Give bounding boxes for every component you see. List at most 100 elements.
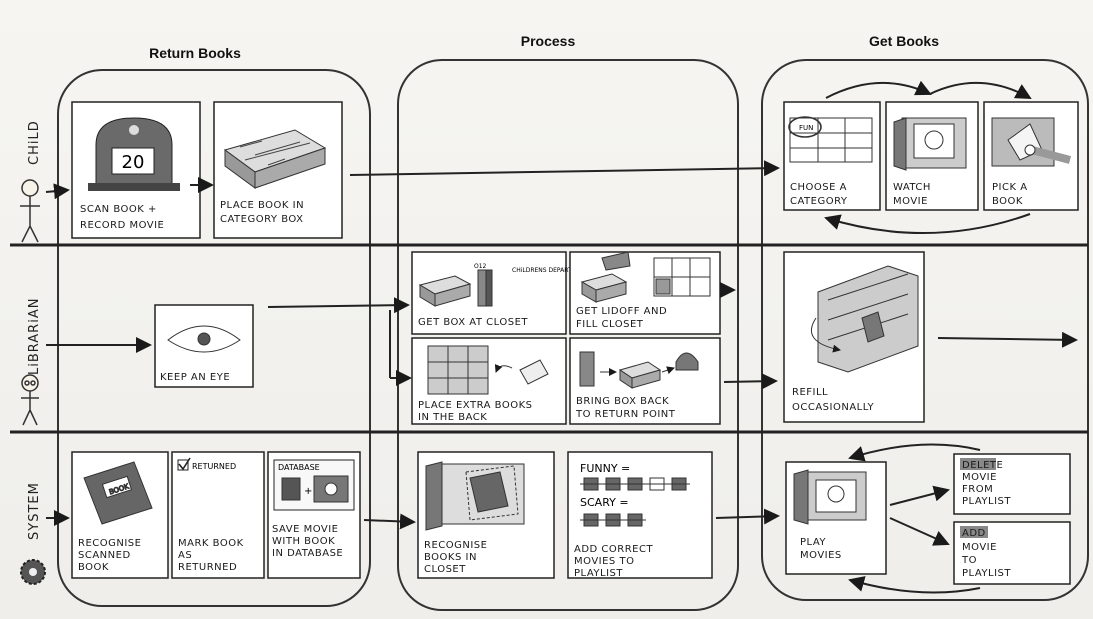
category-boxes-icon — [223, 129, 327, 189]
card-label-mark-line1: MARK BOOK — [178, 538, 244, 549]
book-and-movie-icon — [281, 475, 349, 503]
card-label-save-line1: SAVE MOViE — [272, 524, 339, 535]
box-closet-icon — [418, 269, 493, 307]
card-label-closet-line1: RECOGNiSE — [424, 540, 487, 551]
hand-pick-book-icon — [991, 117, 1072, 167]
heading-process: Process — [521, 33, 576, 49]
card-label-get-box: GET BOX AT CLOSET — [418, 317, 528, 328]
open-box-shelf-icon — [580, 251, 711, 303]
card-label-add-line2: MOViE — [962, 542, 997, 553]
card-label-playlist-line1: ADD CORRECT — [574, 544, 653, 555]
arrow-watch-to-pick — [929, 81, 1032, 99]
arrow-child-to-scan — [45, 183, 70, 200]
card-label-bring-line1: BRiNG BOX BACK — [576, 396, 669, 407]
lane-label-system: SYSTEM — [27, 482, 42, 540]
card-label-recognise-line3: BOOK — [78, 562, 109, 573]
add-keyword: ADD — [962, 528, 986, 539]
card-label-choose-line2: CATEGORY — [790, 196, 848, 207]
film-strip-scary-icon — [580, 513, 646, 527]
column-process — [397, 59, 739, 611]
add-highlight — [960, 526, 988, 538]
card-label-play-line1: PLAY — [800, 537, 826, 548]
scary-label: SCARY = — [580, 496, 629, 509]
gear-icon — [20, 559, 46, 585]
card-label-refill-line2: OCCASiONALLY — [792, 402, 874, 413]
card-label-save-line3: iN DATABASE — [272, 548, 343, 559]
returned-checkbox-label: RETURNED — [192, 462, 236, 471]
card-label-lid-line1: GET LiDOFF AND — [576, 306, 667, 317]
lane-label-librarian: LiBRARiAN — [27, 298, 42, 375]
card-label-choose-line1: CHOOSE A — [790, 182, 847, 193]
card-label-closet-line2: BOOKS iN — [424, 552, 477, 563]
child-stick-figure-icon — [20, 179, 40, 243]
card-label-keep-an-eye: KEEP AN EYE — [160, 372, 230, 383]
card-label-closet-line3: CLOSET — [424, 564, 466, 575]
card-label-scan-line2: RECORD MOViE — [80, 220, 164, 231]
card-label-extra-line1: pLACE EXTRA BOOKS — [418, 400, 532, 411]
box-return-point-icon — [579, 351, 699, 389]
children-department-label: CHiLDRENS DEPARTM. — [512, 267, 579, 274]
card-label-pick-line2: BOOK — [992, 196, 1023, 207]
card-label-mark-line3: RETURNED — [178, 562, 237, 573]
card-label-pick-line1: PiCK A — [992, 182, 1028, 193]
card-label-delete-line3: FROM — [962, 484, 993, 495]
funny-label: FUNNY = — [580, 462, 630, 475]
card-label-refill-line1: REFiLL — [792, 387, 828, 398]
card-label-lid-line2: FiLL CLOSET — [576, 319, 644, 330]
arrow-delete-to-play — [848, 443, 981, 462]
card-label-delete-line4: PLAYLiST — [962, 496, 1011, 507]
card-label-scan-line1: SCAN BOOK + — [80, 204, 157, 215]
card-label-delete-line2: MOViE — [962, 472, 997, 483]
card-label-playlist-line3: PLAYLiST — [574, 568, 623, 579]
card-label-add-line3: TO — [961, 555, 977, 566]
card-label-place-line2: CATEGORY BOX — [220, 214, 303, 225]
book-icon: BOOK — [83, 461, 153, 525]
card-label-add-line4: PLAYLiST — [962, 568, 1011, 579]
column-get-books — [761, 59, 1089, 601]
card-label-playlist-line2: MOViES TO — [574, 556, 634, 567]
arrow-place-to-category — [349, 160, 780, 177]
card-label-play-line2: MOViES — [800, 550, 842, 561]
arrow-add-to-play — [848, 576, 981, 594]
closet-book-icon — [425, 461, 525, 531]
screen-play-icon — [793, 469, 867, 525]
plus-sign: + — [304, 486, 312, 497]
arrow-eye-to-get-box — [267, 297, 410, 314]
fun-label: FUN — [799, 124, 813, 132]
librarian-stick-figure-icon — [21, 374, 39, 426]
card-label-recognise-line1: RECOGNiSE — [78, 538, 141, 549]
card-label-recognise-line2: SCANNED — [78, 550, 131, 561]
delete-keyword: DELETE — [962, 460, 1003, 471]
scanner-display-20: 20 — [122, 152, 145, 173]
arrow-bring-to-refill — [723, 373, 778, 390]
card-label-bring-line2: TO RETURN POiNT — [575, 409, 676, 420]
arrow-play-to-delete — [889, 485, 950, 506]
card-label-watch-line2: MOViE — [893, 196, 928, 207]
film-strip-funny-icon — [580, 477, 690, 491]
shelf-books-icon — [427, 345, 549, 395]
card-label-watch-line1: WATCH — [893, 182, 931, 193]
column-return-books — [57, 69, 371, 607]
card-label-place-line1: pLACE BOOK iN — [220, 200, 304, 211]
delete-highlight — [960, 458, 996, 470]
card-choose-category — [783, 101, 881, 211]
closet-number-label: O12 — [474, 263, 487, 270]
arrow-refill-out — [937, 331, 1078, 348]
lane-label-child: CHiLD — [27, 120, 42, 165]
arrow-playlist-to-play — [715, 508, 780, 525]
arrow-pick-to-choose — [824, 213, 1031, 235]
card-label-mark-line2: AS — [178, 550, 192, 561]
eye-icon — [167, 325, 241, 353]
arrow-choose-to-watch — [825, 80, 932, 99]
card-label-save-line2: WiTH BOOK — [272, 536, 335, 547]
database-label: DATABASE — [278, 463, 320, 472]
screen-face-icon — [893, 117, 967, 171]
card-mark-returned — [171, 451, 265, 579]
heading-get-books: Get Books — [869, 33, 939, 49]
arrow-play-to-add — [889, 517, 950, 546]
arrow-save-to-closet — [363, 513, 416, 530]
refill-shelf-icon — [811, 265, 919, 373]
card-keep-an-eye — [154, 304, 254, 388]
